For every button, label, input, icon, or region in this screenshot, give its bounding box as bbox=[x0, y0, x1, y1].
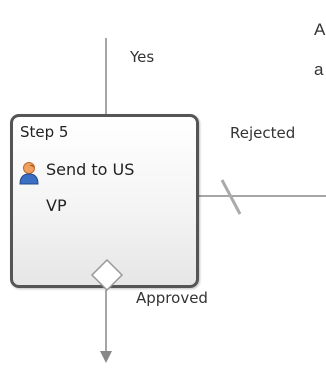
truncated-text-line-2: a bbox=[314, 60, 324, 79]
yes-label: Yes bbox=[130, 48, 155, 66]
approval-diamond[interactable] bbox=[90, 258, 124, 292]
step-node[interactable]: Step 5 Send to US VP bbox=[10, 114, 199, 288]
truncated-text-line-1: A bbox=[314, 20, 326, 39]
step-name-line-1: Send to US bbox=[46, 160, 135, 179]
person-icon bbox=[19, 162, 39, 185]
approved-arrowhead bbox=[100, 351, 112, 363]
rejected-label: Rejected bbox=[230, 124, 296, 142]
step-name-line-2: VP bbox=[46, 196, 67, 215]
step-title: Step 5 bbox=[20, 123, 69, 141]
rejected-connector-slash bbox=[220, 179, 242, 215]
approved-label: Approved bbox=[136, 289, 208, 307]
